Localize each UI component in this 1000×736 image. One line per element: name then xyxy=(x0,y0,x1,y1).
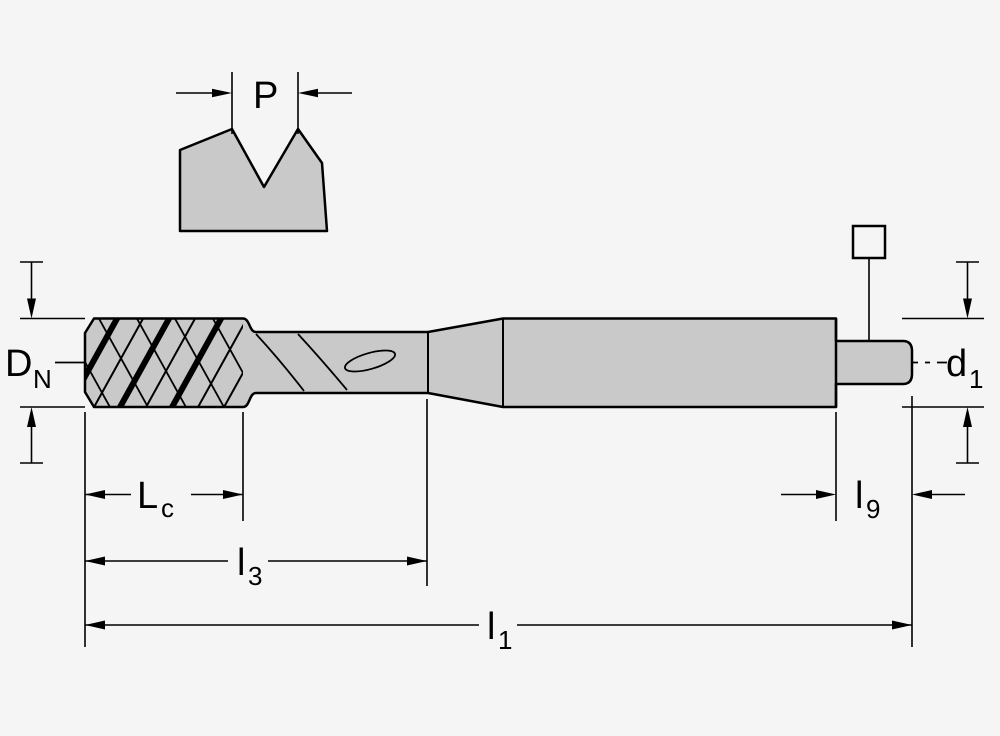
square-length-sub: 9 xyxy=(866,494,880,524)
nominal-diameter-label: D xyxy=(5,343,32,385)
tap-silhouette xyxy=(83,317,914,409)
chamfer-length-label: L xyxy=(137,475,158,517)
overall-length-label: l xyxy=(487,606,495,648)
square-length-label: l xyxy=(855,475,863,517)
flute-runout xyxy=(255,333,396,392)
dim-chamfer-length: L c xyxy=(84,412,244,647)
square-drive-symbol xyxy=(851,224,887,340)
overall-length-sub: 1 xyxy=(498,625,512,655)
thread-profile-shape xyxy=(178,127,329,233)
square-symbol-icon xyxy=(851,224,887,260)
tap-body xyxy=(83,317,914,409)
pitch-label: P xyxy=(253,75,278,117)
dim-shank-diameter: d 1 xyxy=(902,261,984,464)
shank-diameter-label: d xyxy=(946,343,967,385)
chamfer-length-sub: c xyxy=(161,493,174,523)
shank-diameter-sub: 1 xyxy=(969,364,983,394)
l3-sub: 3 xyxy=(248,561,262,591)
dim-nominal-diameter: D N xyxy=(5,261,85,464)
thread-hatching xyxy=(85,318,243,407)
pitch-dimension xyxy=(176,88,352,98)
thread-profile-detail: P xyxy=(176,72,352,233)
l3-label: l xyxy=(237,542,245,584)
dim-l3: l 3 xyxy=(85,399,428,591)
dim-overall-length: l 1 xyxy=(85,396,913,655)
nominal-diameter-sub: N xyxy=(33,364,52,394)
dim-square-length: l 9 xyxy=(781,412,965,524)
